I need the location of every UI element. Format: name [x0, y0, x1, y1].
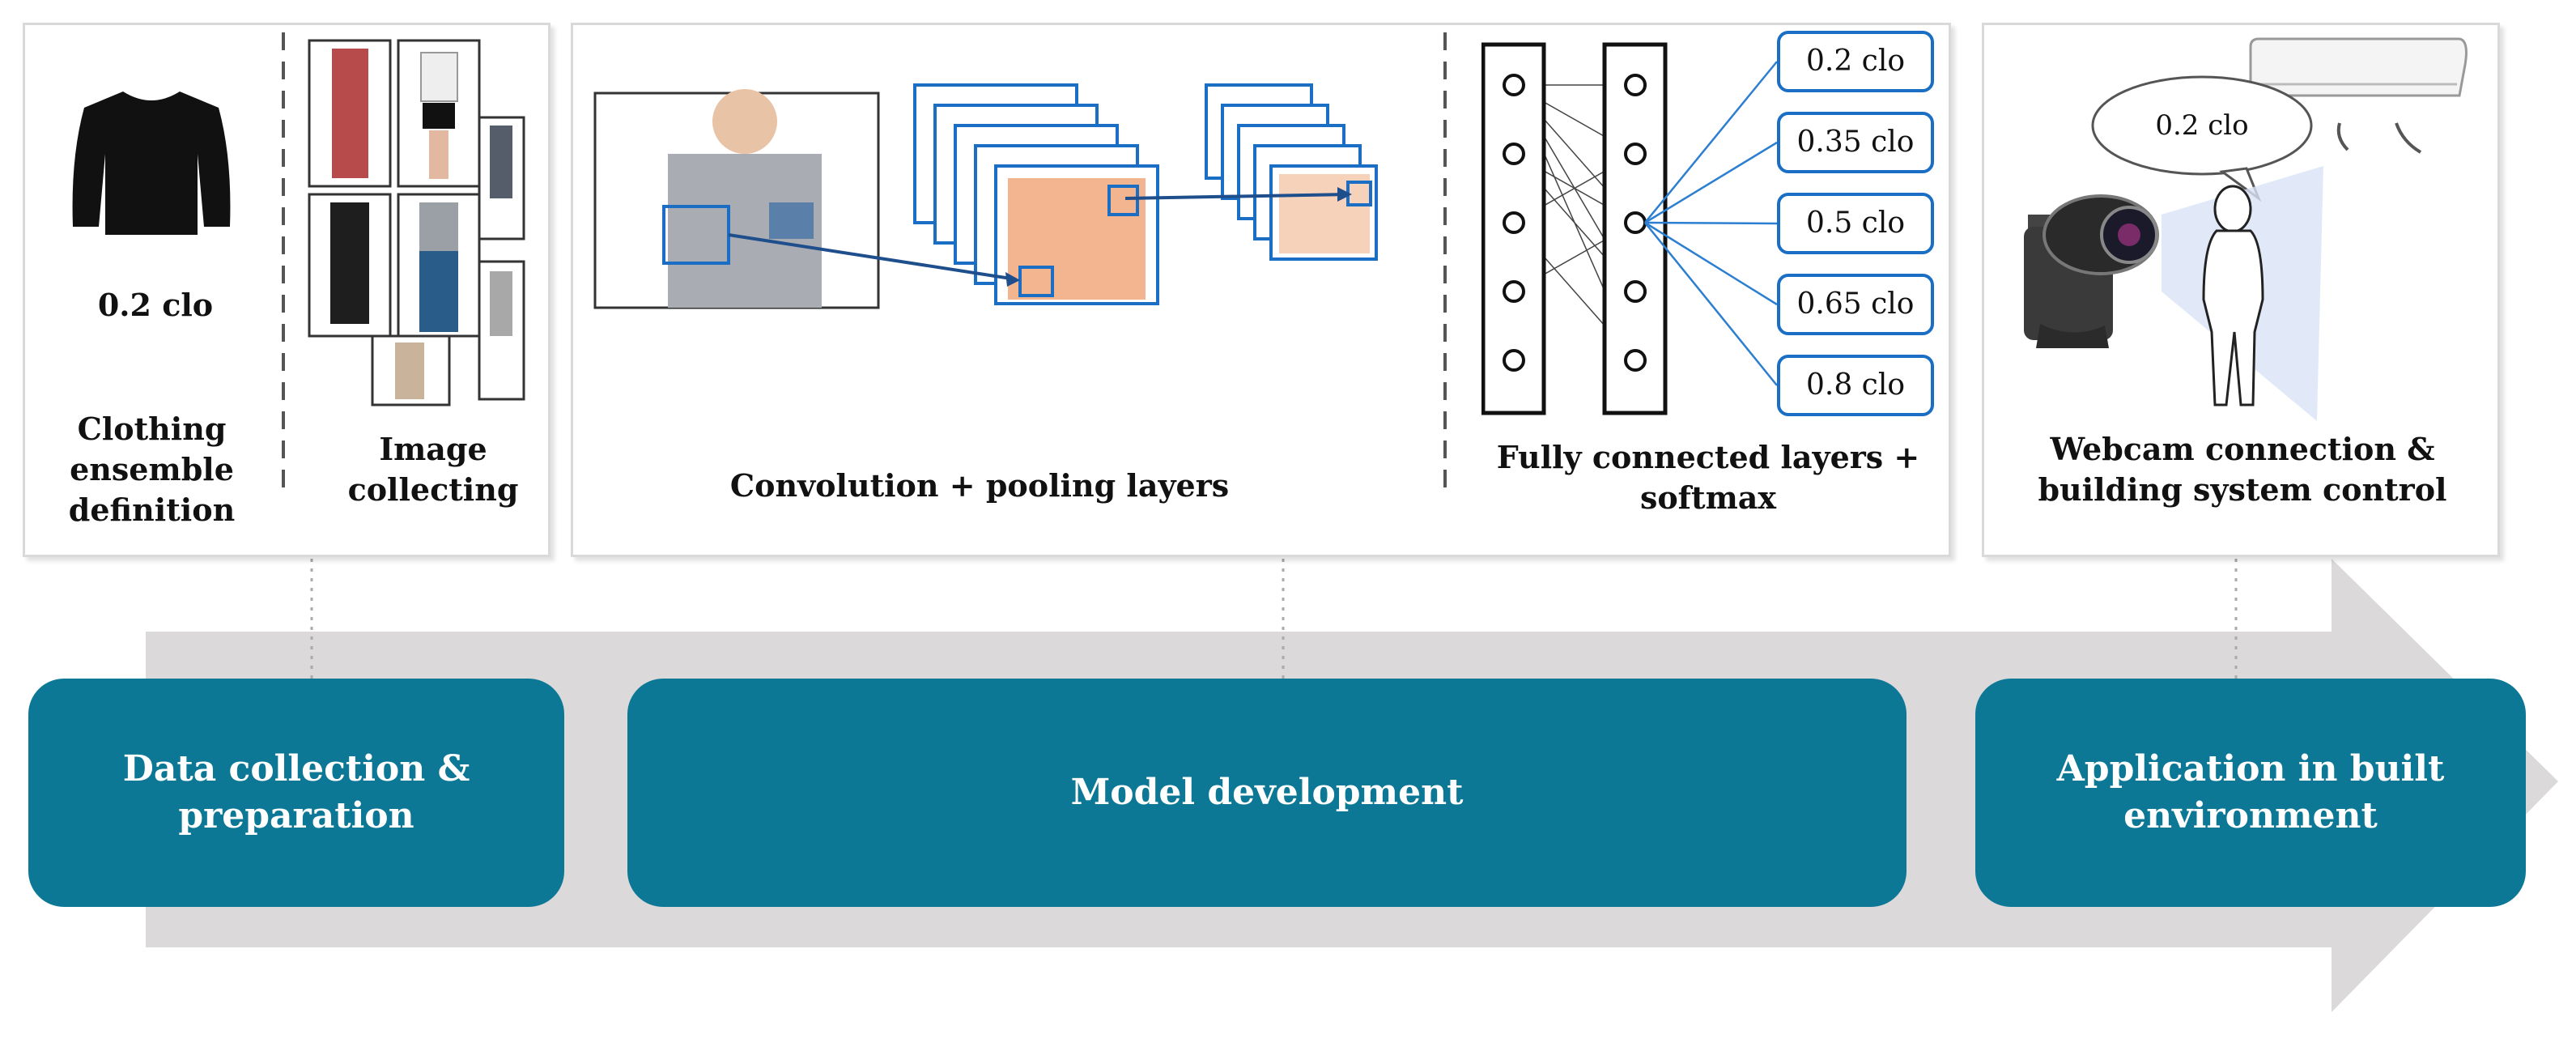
stage-application: Application in built environment — [1975, 679, 2526, 907]
output-class-3: 0.65 clo — [1777, 274, 1934, 335]
output-class-2: 0.5 clo — [1777, 193, 1934, 254]
clothing-definition-label: Clothing ensemble definition — [68, 411, 236, 528]
speech-bubble — [2091, 75, 2313, 202]
output-class-4: 0.8 clo — [1777, 355, 1934, 416]
fully-connected-network — [1481, 42, 1778, 415]
building-scene — [2024, 37, 2468, 421]
output-class-1: 0.35 clo — [1777, 112, 1934, 173]
clo-value-label: 0.2 clo — [97, 287, 214, 323]
panel-divider — [282, 32, 285, 498]
fully-connected-label: Fully connected layers + softmax — [1496, 439, 1920, 516]
stage-data-collection: Data collection & preparation — [28, 679, 564, 907]
image-collecting-label: Image collecting — [347, 431, 519, 508]
webcam-icon — [2024, 194, 2159, 348]
softmax-connections — [1644, 61, 1778, 386]
shirt-icon — [72, 92, 231, 235]
output-class-0: 0.2 clo — [1777, 31, 1934, 92]
panel-divider — [1443, 32, 1447, 498]
stage-model-development: Model development — [627, 679, 1906, 907]
cnn-illustration — [593, 83, 1378, 309]
webcam-control-label: Webcam connection & building system cont… — [2038, 431, 2447, 508]
conv-pooling-label: Convolution + pooling layers — [729, 467, 1230, 504]
clothing-photo-collage — [308, 39, 525, 406]
bubble-clo-text: 0.2 clo — [2155, 109, 2249, 142]
person-outline-icon — [2202, 185, 2264, 406]
